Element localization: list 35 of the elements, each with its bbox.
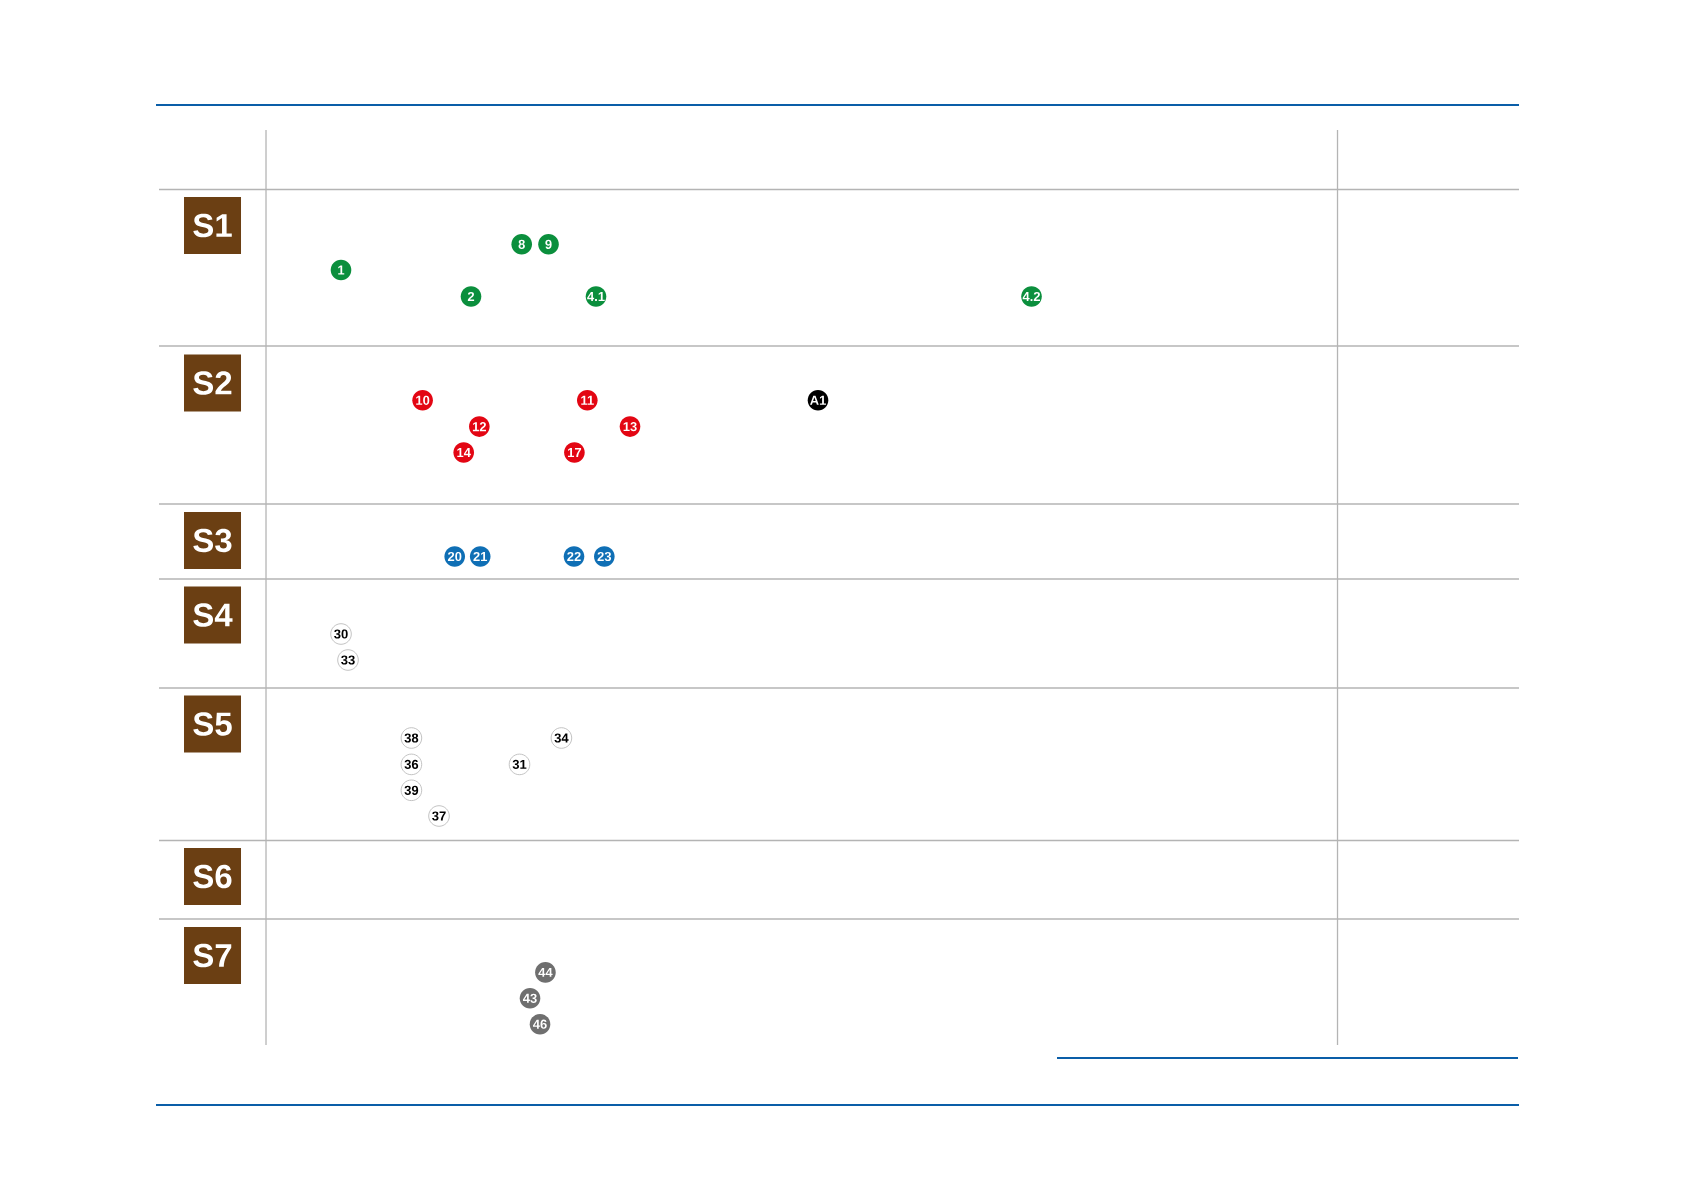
callout-number: 20: [444, 546, 465, 567]
callout-number: A1: [807, 390, 829, 411]
section-badge: S2: [184, 354, 241, 412]
callout-number: 44: [535, 962, 556, 983]
callout-number: 4.1: [585, 286, 607, 307]
callout-number: 8: [511, 234, 532, 255]
section-badge: S4: [184, 586, 241, 644]
callout-number: 31: [508, 753, 531, 776]
callout-number: 4.2: [1021, 286, 1042, 307]
section-badge: S3: [184, 512, 241, 569]
callout-number: 36: [400, 753, 423, 776]
callout-number: 12: [469, 416, 490, 437]
callout-number: 10: [412, 390, 433, 411]
callout-number: 39: [400, 779, 423, 801]
callout-number: 14: [453, 442, 474, 463]
callout-number: 34: [550, 727, 573, 749]
callout-number: 38: [400, 727, 423, 749]
callout-number: 1: [330, 259, 352, 281]
callout-number: 43: [519, 988, 541, 1009]
callout-number: 21: [469, 546, 491, 567]
callout-number: 22: [563, 546, 585, 567]
section-badge: S6: [184, 848, 241, 905]
callout-number: 33: [337, 649, 359, 671]
callout-number: 9: [538, 234, 559, 255]
callout-number: 46: [529, 1013, 551, 1035]
section-badge: S1: [184, 197, 241, 254]
section-badge: S5: [184, 695, 241, 753]
callout-number: 30: [330, 623, 352, 645]
callout-number: 2: [460, 286, 482, 307]
callout-number: 11: [577, 390, 598, 411]
callout-number: 13: [619, 416, 641, 437]
callout-number: 23: [594, 546, 615, 567]
section-badge: S7: [184, 927, 241, 984]
callout-number: 17: [564, 442, 585, 463]
callout-number: 37: [428, 805, 450, 827]
